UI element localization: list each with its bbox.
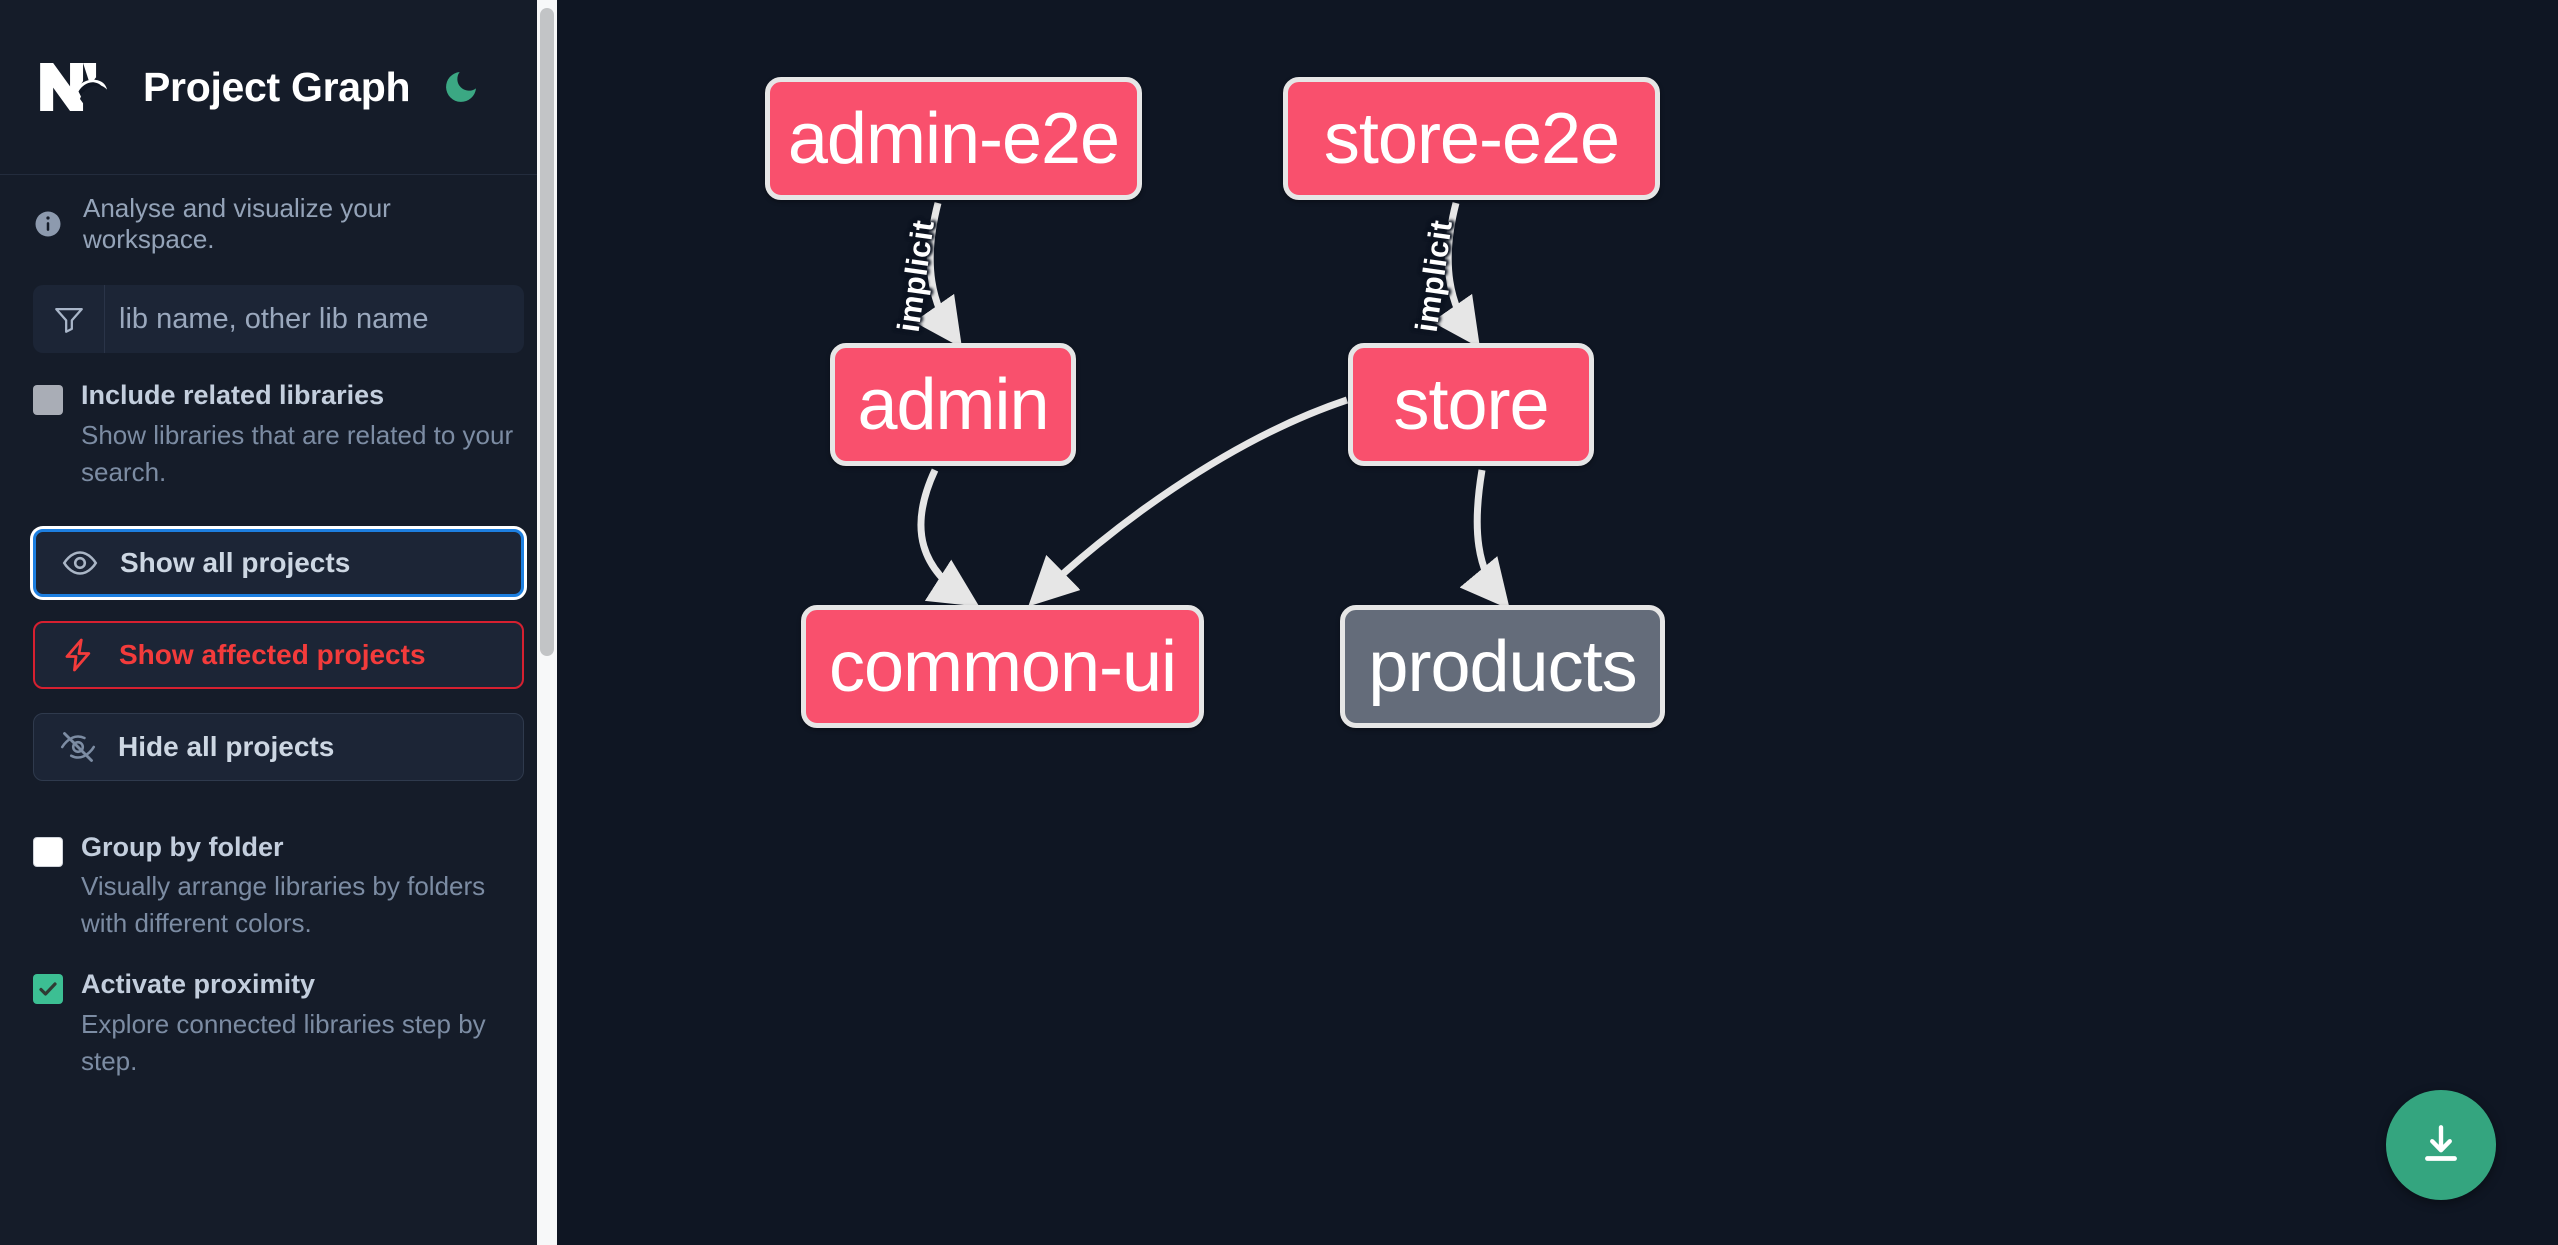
graph-node-products[interactable]: products bbox=[1340, 605, 1665, 728]
nx-logo-icon bbox=[40, 62, 108, 112]
edge-admin-common-ui bbox=[917, 468, 980, 607]
group-by-folder-checkbox[interactable] bbox=[33, 836, 63, 867]
hide-all-projects-button[interactable]: Hide all projects bbox=[33, 712, 524, 781]
graph-node-common-ui[interactable]: common-ui bbox=[801, 605, 1204, 728]
eye-off-icon bbox=[60, 731, 96, 762]
edge-store-e2e-store bbox=[1431, 202, 1481, 349]
project-visibility-buttons: Show all projects Show affected projects… bbox=[0, 491, 557, 781]
graph-node-admin-e2e[interactable]: admin-e2e bbox=[765, 77, 1142, 200]
info-icon bbox=[35, 211, 61, 237]
download-icon bbox=[2425, 1125, 2457, 1161]
eye-icon bbox=[62, 550, 98, 575]
graph-canvas[interactable]: admin-e2e store-e2e admin store common-u… bbox=[577, 0, 2558, 1245]
show-all-projects-button[interactable]: Show all projects bbox=[33, 528, 524, 597]
option-description: Explore connected libraries step by step… bbox=[81, 1008, 486, 1076]
filter-funnel-icon bbox=[33, 285, 105, 353]
node-label: store bbox=[1393, 364, 1549, 445]
node-label: common-ui bbox=[828, 626, 1177, 707]
hide-all-projects-label: Hide all projects bbox=[118, 730, 335, 762]
node-label: store-e2e bbox=[1323, 98, 1620, 179]
lightning-bolt-icon bbox=[65, 638, 91, 671]
option-description: Show libraries that are related to your … bbox=[81, 419, 514, 487]
filter-search-box[interactable] bbox=[33, 285, 524, 353]
search-input[interactable] bbox=[105, 285, 524, 353]
node-label: admin bbox=[857, 364, 1049, 445]
download-graph-button[interactable] bbox=[2386, 1090, 2496, 1200]
sidebar-header: Project Graph bbox=[0, 0, 557, 175]
show-affected-projects-button[interactable]: Show affected projects bbox=[33, 620, 524, 689]
show-affected-projects-label: Show affected projects bbox=[119, 638, 426, 670]
edge-admin-e2e-admin bbox=[913, 202, 963, 349]
option-title: Activate proximity bbox=[81, 969, 316, 1000]
graph-node-store-e2e[interactable]: store-e2e bbox=[1283, 77, 1660, 200]
option-include-related-libraries[interactable]: Include related libraries Show libraries… bbox=[0, 353, 557, 491]
sidebar: Project Graph Analyse and visualize your… bbox=[0, 0, 557, 1245]
node-label: admin-e2e bbox=[787, 98, 1120, 179]
graph-node-store[interactable]: store bbox=[1348, 343, 1594, 466]
option-description: Visually arrange libraries by folders wi… bbox=[81, 871, 486, 939]
moon-icon[interactable] bbox=[440, 66, 482, 108]
graph-node-admin[interactable]: admin bbox=[830, 343, 1076, 466]
edge-store-products bbox=[1459, 469, 1510, 610]
sidebar-scrollbar-track[interactable] bbox=[537, 0, 557, 1245]
page-title: Project Graph bbox=[143, 63, 411, 110]
option-title: Group by folder bbox=[81, 831, 284, 862]
option-group-by-folder[interactable]: Group by folder Visually arrange librari… bbox=[0, 805, 557, 943]
show-all-projects-label: Show all projects bbox=[120, 546, 351, 578]
info-text: Analyse and visualize your workspace. bbox=[83, 192, 391, 254]
include-related-libraries-checkbox[interactable] bbox=[33, 385, 63, 415]
graph-edges bbox=[913, 202, 1510, 610]
node-label: products bbox=[1368, 626, 1637, 707]
activate-proximity-checkbox[interactable] bbox=[33, 974, 63, 1005]
edge-store-common-ui bbox=[1028, 396, 1349, 607]
info-banner: Analyse and visualize your workspace. bbox=[0, 175, 557, 273]
option-title: Include related libraries bbox=[81, 380, 385, 410]
option-activate-proximity[interactable]: Activate proximity Explore connected lib… bbox=[0, 942, 557, 1080]
sidebar-scrollbar-thumb[interactable] bbox=[540, 8, 554, 656]
